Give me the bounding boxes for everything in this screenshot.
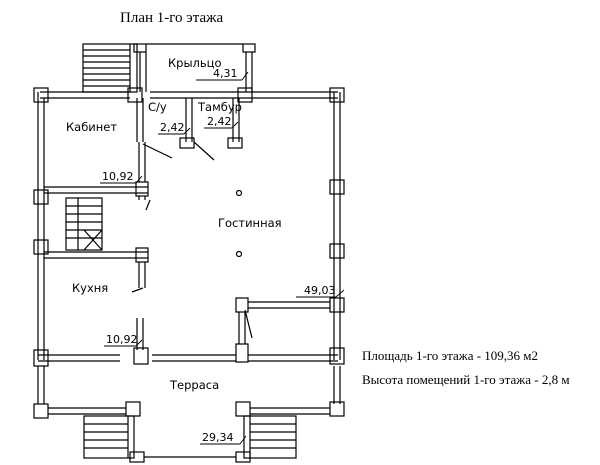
label-kitchen: Кухня: [72, 281, 108, 295]
area-terrace: 29,34: [202, 431, 234, 444]
area-leaders: [100, 71, 345, 445]
stairs-top-left: [82, 43, 138, 93]
porch-walls: [133, 43, 256, 92]
area-bathroom: 2,42: [160, 121, 185, 134]
outer-walls: [37, 91, 341, 362]
interior-walls: [44, 98, 330, 350]
label-study: Кабинет: [66, 120, 117, 134]
area-porch: 4,31: [213, 67, 238, 80]
floor-area-note: Площадь 1-го этажа - 109,36 м2: [362, 348, 539, 363]
terrace-railing: [37, 366, 341, 415]
area-study: 10,92: [102, 170, 134, 183]
plan-title: План 1-го этажа: [120, 10, 223, 26]
stairs-bottom-right: [235, 415, 297, 463]
label-porch: Крыльцо: [168, 56, 222, 70]
area-living: 49,03: [304, 284, 336, 297]
label-vestibule: Тамбур: [197, 100, 242, 114]
label-bathroom: С/у: [148, 100, 167, 114]
area-kitchen: 10,92: [106, 333, 138, 346]
log-ends: [33, 87, 345, 419]
stairs-interior: [65, 197, 103, 251]
stairs-bottom-left: [83, 415, 145, 463]
columns: [235, 189, 243, 258]
area-vestibule: 2,42: [207, 115, 232, 128]
room-height-note: Высота помещений 1-го этажа - 2,8 м: [362, 372, 570, 387]
label-living: Гостинная: [218, 216, 282, 230]
label-terrace: Терраса: [169, 378, 219, 392]
